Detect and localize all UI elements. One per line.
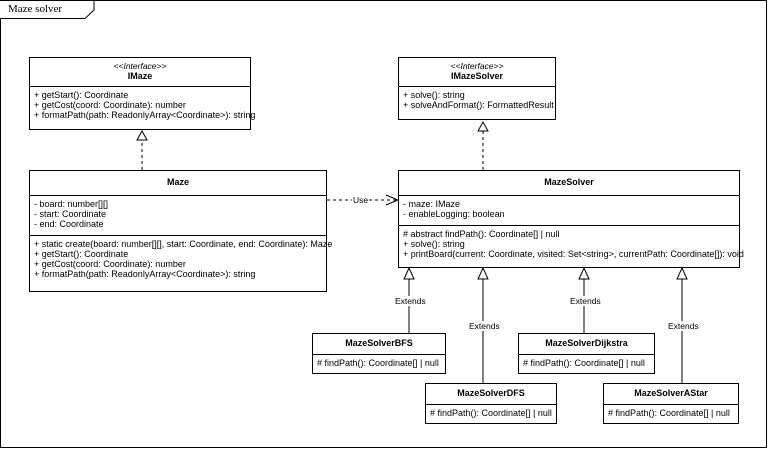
method: + solveAndFormat(): FormattedResult — [403, 100, 554, 110]
generalization-arrowhead — [477, 266, 489, 280]
fields-section: - board: number[][] - start: Coordinate … — [30, 196, 326, 236]
method: + getStart(): Coordinate — [34, 249, 129, 259]
realization-arrowhead — [136, 129, 148, 141]
class-name: MazeSolverBFS — [313, 334, 445, 355]
use-label: Use — [352, 195, 370, 205]
methods-section: # findPath(): Coordinate[] | null — [519, 355, 654, 371]
class-name: MazeSolverAStar — [604, 384, 738, 405]
field: - start: Coordinate — [34, 209, 107, 219]
class-name: Maze — [30, 171, 326, 196]
method: + getStart(): Coordinate — [34, 90, 129, 100]
method: # findPath(): Coordinate[] | null — [608, 408, 730, 418]
field: - enableLogging: boolean — [403, 209, 505, 219]
field: - board: number[][] — [34, 199, 109, 209]
method: # findPath(): Coordinate[] | null — [523, 358, 645, 368]
fields-section: - maze: IMaze - enableLogging: boolean — [399, 196, 739, 226]
methods-section: + getStart(): Coordinate + getCost(coord… — [30, 87, 256, 123]
class-mazesolver-astar[interactable]: MazeSolverAStar # findPath(): Coordinate… — [603, 383, 739, 424]
method: # findPath(): Coordinate[] | null — [430, 408, 552, 418]
method: + solve(): string — [403, 239, 465, 249]
class-mazesolver-bfs[interactable]: MazeSolverBFS # findPath(): Coordinate[]… — [312, 333, 446, 374]
method: + solve(): string — [403, 90, 465, 100]
method: # findPath(): Coordinate[] | null — [317, 358, 439, 368]
method: + static create(board: number[][], start… — [34, 239, 333, 249]
frame-title: Maze solver — [8, 3, 63, 15]
stereotype-label: <<Interface>> — [450, 61, 504, 71]
stereotype-label: <<Interface>> — [113, 61, 167, 71]
generalization-arrowhead — [578, 266, 590, 280]
class-name: IMaze — [127, 71, 153, 81]
methods-section: + solve(): string + solveAndFormat(): Fo… — [399, 87, 555, 113]
realization-arrowhead — [477, 120, 489, 132]
class-mazesolver-dijkstra[interactable]: MazeSolverDijkstra # findPath(): Coordin… — [518, 333, 655, 374]
class-imaze[interactable]: <<Interface>> IMaze + getStart(): Coordi… — [29, 57, 256, 130]
methods-section: # findPath(): Coordinate[] | null — [426, 405, 556, 421]
frame-title-tab — [0, 0, 95, 19]
method: + getCost(coord: Coordinate): number — [34, 259, 186, 269]
class-name: IMazeSolver — [450, 71, 504, 81]
field: - maze: IMaze — [403, 199, 461, 209]
field: - end: Coordinate — [34, 219, 104, 229]
method: # abstract findPath(): Coordinate[] | nu… — [403, 229, 560, 239]
method: + formatPath(path: ReadonlyArray<Coordin… — [34, 269, 256, 279]
class-mazesolver[interactable]: MazeSolver - maze: IMaze - enableLogging… — [398, 170, 744, 268]
methods-section: # findPath(): Coordinate[] | null — [604, 405, 738, 421]
class-mazesolver-dfs[interactable]: MazeSolverDFS # findPath(): Coordinate[]… — [425, 383, 557, 424]
extends-label-dfs: Extends — [468, 321, 501, 331]
methods-section: # findPath(): Coordinate[] | null — [313, 355, 445, 371]
method: + printBoard(current: Coordinate, visite… — [403, 249, 744, 259]
generalization-arrowhead — [676, 266, 688, 280]
class-name: MazeSolverDFS — [426, 384, 556, 405]
generalization-arrowhead — [403, 266, 415, 280]
class-maze[interactable]: Maze - board: number[][] - start: Coordi… — [29, 170, 333, 292]
class-name: MazeSolver — [399, 171, 739, 196]
extends-label-dijkstra: Extends — [569, 296, 602, 306]
extends-label-astar: Extends — [667, 321, 700, 331]
class-name: MazeSolverDijkstra — [519, 334, 654, 355]
method: + getCost(coord: Coordinate): number — [34, 100, 186, 110]
extends-label-bfs: Extends — [394, 296, 427, 306]
methods-section: + static create(board: number[][], start… — [30, 236, 333, 282]
methods-section: # abstract findPath(): Coordinate[] | nu… — [399, 226, 744, 262]
method: + formatPath(path: ReadonlyArray<Coordin… — [34, 110, 256, 120]
class-imazesolver[interactable]: <<Interface>> IMazeSolver + solve(): str… — [398, 57, 556, 120]
